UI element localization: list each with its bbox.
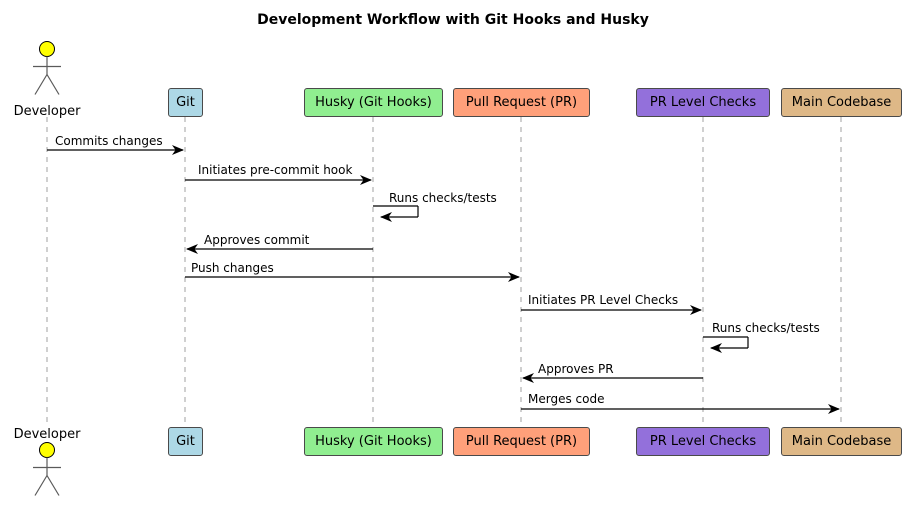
participant-git-bottom[interactable]: Git — [168, 427, 203, 456]
participant-checks-top[interactable]: PR Level Checks — [636, 88, 770, 117]
participant-label: Git — [176, 434, 195, 449]
actor-leg-left-top — [34, 74, 48, 95]
participant-label: Husky (Git Hooks) — [315, 95, 432, 110]
participant-label: Git — [176, 95, 195, 110]
message-label-m7[interactable]: Runs checks/tests — [712, 321, 820, 335]
participant-checks-bottom[interactable]: PR Level Checks — [636, 427, 770, 456]
message-label-m2[interactable]: Initiates pre-commit hook — [198, 163, 353, 177]
actor-leg-right-top — [46, 74, 60, 95]
participant-label: PR Level Checks — [649, 434, 757, 449]
participant-husky-bottom[interactable]: Husky (Git Hooks) — [304, 427, 443, 456]
participant-codebase-top[interactable]: Main Codebase — [781, 88, 902, 117]
actor-label-developer-top[interactable]: Developer — [13, 104, 81, 119]
actor-label-developer-bottom[interactable]: Developer — [13, 427, 81, 442]
participant-pr-top[interactable]: Pull Request (PR) — [453, 88, 590, 117]
messages-group — [47, 145, 840, 414]
actor-developer-top — [33, 41, 61, 95]
participant-codebase-bottom[interactable]: Main Codebase — [781, 427, 902, 456]
participant-label: Pull Request (PR) — [465, 434, 578, 449]
participant-label: Husky (Git Hooks) — [315, 434, 432, 449]
message-label-m9[interactable]: Merges code — [528, 392, 605, 406]
message-label-m6[interactable]: Initiates PR Level Checks — [528, 293, 679, 307]
participant-label: PR Level Checks — [649, 95, 757, 110]
message-label-m8[interactable]: Approves PR — [538, 362, 614, 376]
actor-head-top — [39, 41, 55, 57]
participant-label: Main Codebase — [791, 434, 892, 449]
participant-label: Pull Request (PR) — [465, 95, 578, 110]
participant-git-top[interactable]: Git — [168, 88, 203, 117]
participant-label: Main Codebase — [791, 95, 892, 110]
participant-pr-bottom[interactable]: Pull Request (PR) — [453, 427, 590, 456]
page-title: Development Workflow with Git Hooks and … — [257, 12, 649, 28]
message-label-m3[interactable]: Runs checks/tests — [389, 191, 497, 205]
actor-leg-left-bottom — [34, 475, 48, 496]
lifelines-group — [46, 117, 842, 427]
message-label-m5[interactable]: Push changes — [191, 261, 274, 275]
message-label-m1[interactable]: Commits changes — [55, 134, 163, 148]
message-label-m4[interactable]: Approves commit — [204, 233, 310, 247]
actor-leg-right-bottom — [46, 475, 60, 496]
actor-developer-bottom — [33, 442, 61, 496]
actor-head-bottom — [39, 442, 55, 458]
participant-husky-top[interactable]: Husky (Git Hooks) — [304, 88, 443, 117]
